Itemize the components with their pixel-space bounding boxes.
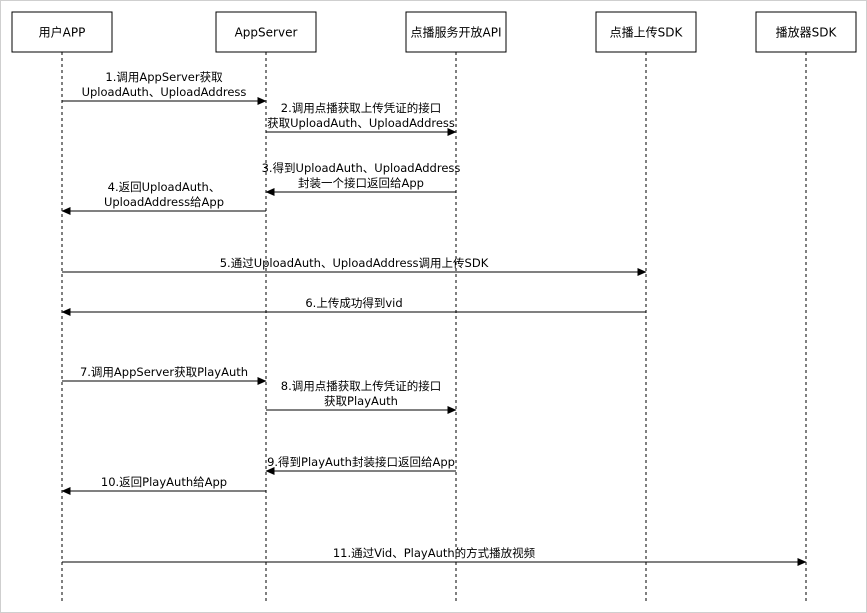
message-label: 5.通过UploadAuth、UploadAddress调用上传SDK bbox=[220, 256, 489, 270]
participant-box bbox=[215, 11, 317, 53]
participant-app: 用户APP bbox=[11, 11, 113, 53]
message-label: 2.调用点播获取上传凭证的接口 bbox=[281, 101, 441, 115]
message-5: 5.通过UploadAuth、UploadAddress调用上传SDK bbox=[62, 256, 647, 276]
message-11: 11.通过Vid、PlayAuth的方式播放视频 bbox=[62, 546, 807, 566]
participant-server: AppServer bbox=[215, 11, 317, 53]
message-label: 6.上传成功得到vid bbox=[305, 296, 402, 310]
lifelines bbox=[61, 52, 807, 603]
message-2: 2.调用点播获取上传凭证的接口获取UploadAuth、UploadAddres… bbox=[266, 101, 457, 136]
participant-label: AppServer bbox=[235, 26, 298, 40]
message-label: UploadAuth、UploadAddress bbox=[82, 85, 247, 99]
participant-label: 播放器SDK bbox=[776, 25, 838, 40]
participant-box bbox=[755, 11, 857, 53]
participant-player_sdk: 播放器SDK bbox=[755, 11, 857, 53]
message-label: 4.返回UploadAuth、 bbox=[108, 180, 221, 194]
participant-label: 点播服务开放API bbox=[411, 25, 502, 40]
participant-label: 用户APP bbox=[39, 25, 86, 40]
message-9: 9.得到PlayAuth封装接口返回给App bbox=[265, 455, 456, 475]
participant-box bbox=[405, 11, 507, 53]
message-label: 11.通过Vid、PlayAuth的方式播放视频 bbox=[333, 546, 536, 560]
message-label: 获取PlayAuth bbox=[324, 394, 398, 408]
message-label: 获取UploadAuth、UploadAddress bbox=[267, 116, 455, 130]
message-label: 9.得到PlayAuth封装接口返回给App bbox=[267, 455, 455, 469]
message-6: 6.上传成功得到vid bbox=[61, 296, 646, 316]
message-4: 4.返回UploadAuth、UploadAddress给App bbox=[61, 180, 266, 215]
participant-box bbox=[11, 11, 113, 53]
participant-boxes: 用户APP AppServer 点播服务开放API 点播上传SDK 播放器SDK bbox=[11, 11, 857, 53]
participant-upload_sdk: 点播上传SDK bbox=[595, 11, 697, 53]
message-label: UploadAddress给App bbox=[104, 195, 224, 209]
participant-vod_api: 点播服务开放API bbox=[405, 11, 507, 53]
message-label: 7.调用AppServer获取PlayAuth bbox=[80, 365, 248, 379]
message-label: 8.调用点播获取上传凭证的接口 bbox=[281, 379, 441, 393]
participant-label: 点播上传SDK bbox=[610, 25, 684, 40]
message-10: 10.返回PlayAuth给App bbox=[61, 475, 266, 495]
message-label: 10.返回PlayAuth给App bbox=[101, 475, 227, 489]
message-label: 3.得到UploadAuth、UploadAddress bbox=[262, 161, 461, 175]
messages: 1.调用AppServer获取UploadAuth、UploadAddress2… bbox=[61, 70, 807, 566]
message-label: 1.调用AppServer获取 bbox=[105, 70, 223, 84]
message-7: 7.调用AppServer获取PlayAuth bbox=[62, 365, 267, 385]
message-label: 封装一个接口返回给App bbox=[298, 176, 424, 190]
participant-box bbox=[595, 11, 697, 53]
